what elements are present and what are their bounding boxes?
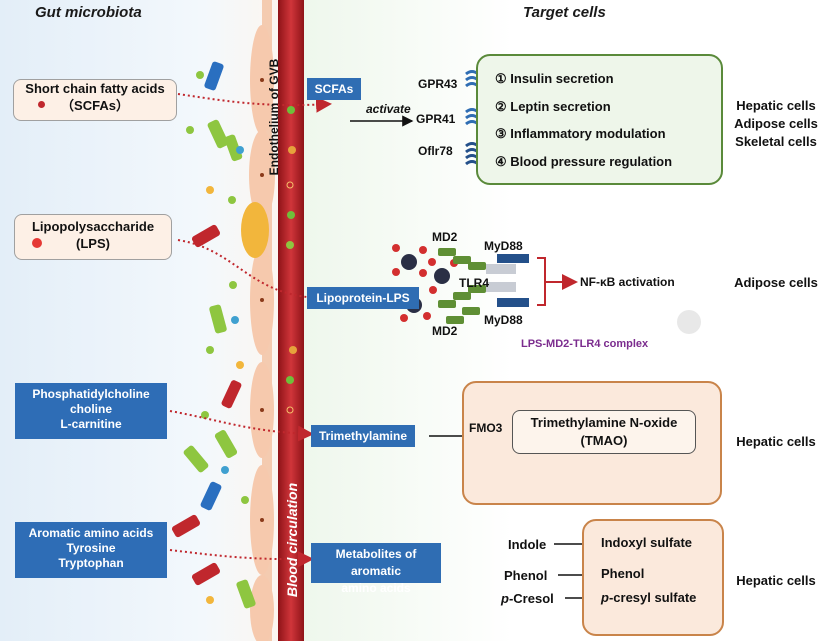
effect-blood-pressure: ④ Blood pressure regulation: [495, 154, 673, 169]
scfa-source-abbr: （SCFAs）: [61, 98, 129, 113]
tmao-target-label: Hepatic cells: [736, 434, 816, 449]
md2-top-label: MD2: [432, 230, 458, 244]
p-cresol-label: p-Cresol: [501, 591, 554, 606]
scfa-dot: [38, 101, 45, 108]
aa-target-cell: [582, 519, 724, 636]
fmo3-label: FMO3: [469, 421, 503, 435]
activate-label: activate: [366, 102, 411, 116]
indole-label: Indole: [508, 537, 547, 552]
target-skeletal: Skeletal cells: [735, 134, 817, 149]
metabolites-line-2: amino acids: [341, 581, 411, 595]
blood-circulation-label: Blood circulation: [284, 482, 300, 598]
effect-inflammatory: ③ Inflammatory modulation: [495, 126, 666, 141]
indoxyl-sulfate-label: Indoxyl sulfate: [601, 535, 693, 550]
bacteria: [171, 61, 256, 609]
aromatic-amino-acids-box: Aromatic amino acids Tyrosine Tryptophan: [15, 522, 167, 578]
phenol-output-label: Phenol: [601, 566, 645, 581]
nfkb-label: NF-κB activation: [580, 275, 675, 289]
gpr41-label: GPR41: [416, 112, 456, 126]
metabolites-line-1: Metabolites of aromatic: [335, 547, 417, 578]
pc-line-1: Phosphatidylcholine: [32, 387, 150, 401]
myd88-top-label: MyD88: [484, 239, 523, 253]
tmao-name: Trimethylamine N-oxide: [530, 415, 678, 430]
lps-source-name: Lipopolysaccharide: [31, 219, 155, 234]
gpr43-label: GPR43: [418, 77, 458, 91]
lps-dot: [32, 238, 42, 248]
scfa-target-cell: [476, 54, 723, 185]
scfa-source-box: Short chain fatty acids （SCFAs）: [13, 79, 177, 121]
p-cresyl-sulfate-label: p-cresyl sulfate: [601, 590, 697, 605]
trimethylamine-pill: Trimethylamine: [311, 425, 415, 447]
oflr78-label: Oflr78: [418, 144, 453, 158]
myd88-bottom-label: MyD88: [484, 313, 523, 327]
lps-source-box: Lipopolysaccharide (LPS): [14, 214, 172, 260]
effect-leptin: ② Leptin secretion: [495, 99, 611, 114]
tmao-product-box: Trimethylamine N-oxide (TMAO): [512, 410, 696, 454]
phenol-input-label: Phenol: [504, 568, 548, 583]
target-adipose-1: Adipose cells: [734, 116, 818, 131]
scfa-targets: Hepatic cells Adipose cells Skeletal cel…: [725, 97, 827, 151]
aa-line-1: Aromatic amino acids: [28, 526, 154, 540]
aa-line-3: Tryptophan: [58, 556, 124, 570]
gvb-label: Endothelium of GVB: [267, 58, 281, 176]
phosphatidylcholine-box: Phosphatidylcholine choline L-carnitine: [15, 383, 167, 439]
tlr4-label: TLR4: [459, 276, 489, 290]
endothelium-cells: [241, 0, 275, 641]
aa-line-2: Tyrosine: [66, 541, 116, 555]
tmao-abbr: (TMAO): [580, 433, 628, 448]
pc-line-3: L-carnitine: [60, 417, 122, 431]
effect-insulin: ① Insulin secretion: [495, 71, 614, 86]
pc-line-2: choline: [69, 402, 112, 416]
scfas-pill: SCFAs: [307, 78, 361, 100]
aa-target-label: Hepatic cells: [736, 573, 816, 588]
target-cells-header: Target cells: [523, 4, 606, 21]
md2-bottom-label: MD2: [432, 324, 458, 338]
target-hepatic-1: Hepatic cells: [736, 98, 816, 113]
aromatic-metabolites-pill: Metabolites of aromatic amino acids: [311, 543, 441, 595]
lps-target-label: Adipose cells: [734, 275, 818, 290]
lipoprotein-lps-pill: Lipoprotein-LPS: [307, 287, 419, 309]
scfa-source-name: Short chain fatty acids: [25, 81, 165, 96]
lps-source-abbr: (LPS): [76, 236, 110, 251]
lps-complex-label: LPS-MD2-TLR4 complex: [521, 338, 649, 350]
gut-microbiota-header: Gut microbiota: [35, 4, 142, 21]
